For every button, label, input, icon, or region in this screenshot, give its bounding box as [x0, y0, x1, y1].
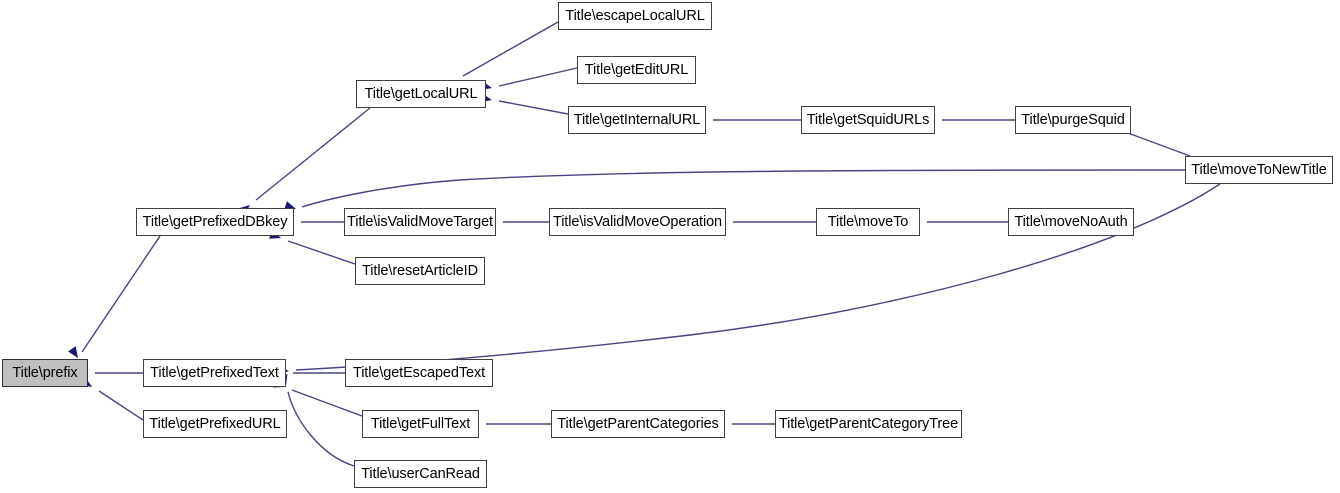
graph-node-getInternalURL[interactable]: Title\getInternalURL	[568, 106, 706, 134]
graph-node-label: Title\moveTo	[827, 213, 909, 230]
graph-node-getPrefixedURL[interactable]: Title\getPrefixedURL	[143, 410, 287, 438]
graph-node-label: Title\getFullText	[370, 415, 471, 432]
graph-node-label: Title\getEscapedText	[352, 364, 486, 381]
graph-node-resetArticleID[interactable]: Title\resetArticleID	[355, 257, 485, 285]
graph-node-label: Title\getSquidURLs	[806, 111, 930, 128]
graph-node-getEscapedText[interactable]: Title\getEscapedText	[345, 359, 493, 387]
graph-node-label: Title\userCanRead	[361, 465, 480, 482]
graph-node-getSquidURLs[interactable]: Title\getSquidURLs	[801, 106, 935, 134]
graph-edge	[462, 21, 559, 77]
graph-node-purgeSquid[interactable]: Title\purgeSquid	[1015, 106, 1131, 134]
graph-node-label: Title\purgeSquid	[1021, 111, 1125, 128]
graph-node-label: Title\getPrefixedDBkey	[142, 213, 288, 230]
graph-node-getLocalURL[interactable]: Title\getLocalURL	[356, 80, 486, 108]
graph-edge	[1127, 132, 1191, 157]
graph-node-getParentCategoryTree[interactable]: Title\getParentCategoryTree	[775, 410, 962, 438]
graph-node-label: Title\getLocalURL	[364, 85, 478, 102]
graph-node-label: Title\moveToNewTitle	[1191, 161, 1327, 178]
graph-node-label: Title\getPrefixedURL	[149, 415, 281, 432]
graph-node-label: Title\getEditURL	[584, 61, 689, 78]
graph-node-getParentCategories[interactable]: Title\getParentCategories	[551, 410, 725, 438]
graph-node-escapeLocalURL[interactable]: Title\escapeLocalURL	[558, 2, 712, 30]
graph-edge	[301, 169, 1186, 208]
graph-node-getPrefixedText[interactable]: Title\getPrefixedText	[143, 359, 286, 387]
graph-edge	[287, 240, 356, 265]
graph-node-label: Title\moveNoAuth	[1014, 213, 1128, 230]
graph-node-label: Title\isValidMoveOperation	[552, 213, 723, 230]
graph-edge	[287, 391, 355, 467]
graph-node-label: Title\escapeLocalURL	[565, 7, 705, 24]
graph-edge	[291, 389, 363, 417]
graph-node-getEditURL[interactable]: Title\getEditURL	[577, 56, 696, 84]
graph-edge	[498, 100, 569, 115]
graph-node-moveNoAuth[interactable]: Title\moveNoAuth	[1008, 208, 1134, 236]
graph-node-isValidMoveOperation[interactable]: Title\isValidMoveOperation	[549, 208, 726, 236]
graph-node-label: Title\resetArticleID	[362, 262, 478, 279]
graph-node-isValidMoveTarget[interactable]: Title\isValidMoveTarget	[344, 208, 496, 236]
graph-edge	[255, 107, 371, 201]
graph-node-prefix[interactable]: Title\prefix	[2, 359, 88, 387]
graph-edge	[98, 390, 144, 421]
graph-node-label: Title\getInternalURL	[573, 111, 701, 128]
graph-node-label: Title\getParentCategoryTree	[778, 415, 959, 432]
graph-edge	[498, 67, 578, 87]
graph-arrowhead	[284, 201, 296, 210]
graph-node-moveTo[interactable]: Title\moveTo	[816, 208, 920, 236]
graph-node-label: Title\isValidMoveTarget	[347, 213, 493, 230]
graph-node-label: Title\getParentCategories	[557, 415, 719, 432]
graph-node-userCanRead[interactable]: Title\userCanRead	[354, 460, 487, 488]
graph-node-label: Title\prefix	[12, 364, 78, 381]
graph-node-getFullText[interactable]: Title\getFullText	[362, 410, 479, 438]
graph-arrowhead	[68, 346, 78, 358]
graph-node-moveToNewTitle[interactable]: Title\moveToNewTitle	[1185, 156, 1333, 184]
graph-edge	[81, 235, 161, 353]
graph-node-getPrefixedDBkey[interactable]: Title\getPrefixedDBkey	[136, 208, 294, 236]
graph-node-label: Title\getPrefixedText	[150, 364, 279, 381]
